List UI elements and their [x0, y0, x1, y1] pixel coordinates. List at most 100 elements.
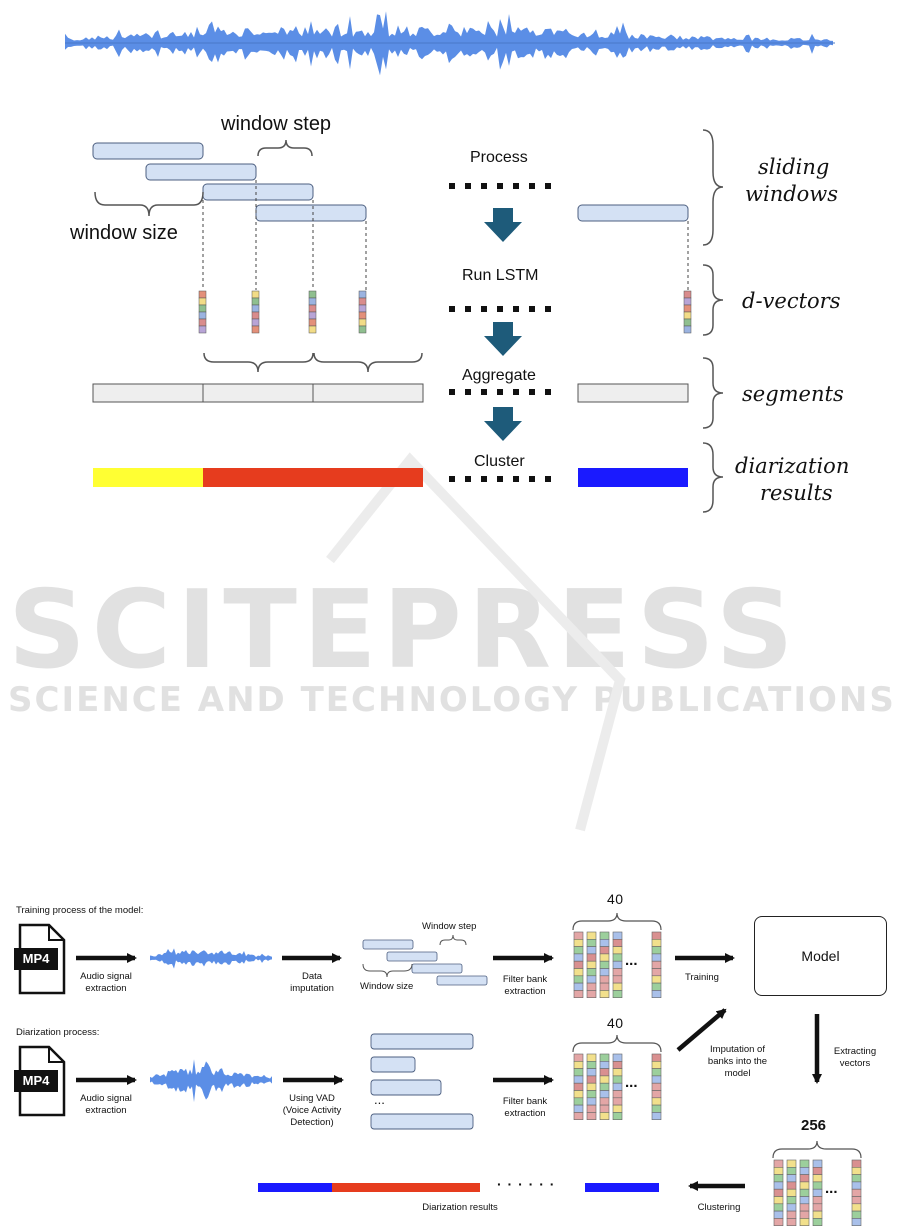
segment-brace-1: [203, 352, 314, 373]
sliding-windows: [92, 142, 689, 222]
bank-cell: [586, 960, 597, 969]
bank-cell: [773, 1174, 784, 1183]
vad-ellipsis: ...: [374, 1092, 385, 1107]
bank-cell: [786, 1159, 797, 1168]
bank-cell: [612, 938, 623, 947]
bank-cell: [599, 1068, 610, 1077]
bank-cell: [586, 975, 597, 984]
bank-cell: [599, 1075, 610, 1084]
diarization-waveform: [150, 1059, 272, 1103]
bank-cell: [651, 931, 662, 940]
bank-cell: [586, 1097, 597, 1106]
bank-cell: [812, 1218, 823, 1226]
stage-process: Process: [470, 149, 528, 166]
bank-cell: [651, 946, 662, 955]
separator-dot: [513, 389, 519, 395]
bank-cell: [599, 931, 610, 940]
bank-cell: [651, 1068, 662, 1077]
bank-cell: [599, 975, 610, 984]
side-label-results: results: [760, 481, 833, 505]
window-step-label: window step: [221, 113, 332, 135]
bank-cell: [773, 1188, 784, 1197]
bank-cell: [573, 1082, 584, 1091]
separator-dot: [449, 306, 455, 312]
bank-cell: [599, 953, 610, 962]
separator-dot: [545, 389, 551, 395]
bank-cell: [773, 1196, 784, 1205]
bank-cell: [651, 1082, 662, 1091]
d-vector-cell: [198, 325, 207, 334]
segment-1: [92, 383, 204, 403]
bank-cell: [651, 938, 662, 947]
bank-cell: [799, 1196, 810, 1205]
bank-cell: [599, 1104, 610, 1113]
separator-dot: [497, 389, 503, 395]
bank-cell: [586, 1090, 597, 1099]
d-vector-cell: [251, 318, 260, 327]
bank-cell: [612, 946, 623, 955]
bank-cell: [851, 1174, 862, 1183]
bank-cell: [586, 968, 597, 977]
d-vector-cell: [251, 304, 260, 313]
bank-cell: [851, 1210, 862, 1219]
side-brace-dvectors: [702, 264, 724, 336]
window-1: [92, 142, 204, 160]
bank-cell: [786, 1218, 797, 1226]
down-arrow-3: [484, 407, 522, 441]
bank-cell: [851, 1159, 862, 1168]
watermark-tagline: SCIENCE AND TECHNOLOGY PUBLICATIONS: [8, 680, 896, 720]
bank-cell: [586, 953, 597, 962]
bank-cell: [573, 953, 584, 962]
down-arrow-2: [484, 322, 522, 356]
training-windows: [362, 939, 488, 986]
separator-dot: [465, 306, 471, 312]
bank-cell: [651, 1112, 662, 1121]
bank-cell: [612, 1068, 623, 1077]
bank-cell: [586, 1104, 597, 1113]
bank-cell: [851, 1188, 862, 1197]
separator-dot: [481, 306, 487, 312]
separator-dot: [545, 476, 551, 482]
stage-cluster: Cluster: [474, 453, 525, 470]
bank-cell: [586, 1112, 597, 1121]
side-label-d-vectors: d-vectors: [742, 289, 841, 313]
d-vector-cell: [358, 297, 367, 306]
bank-cell: [612, 990, 623, 999]
bank-cell: [612, 1061, 623, 1069]
d-vector-cell: [683, 304, 692, 313]
d-vector-cell: [358, 318, 367, 327]
separator-dot: [497, 476, 503, 482]
result-blue-1: [258, 1183, 332, 1192]
window-last: [577, 204, 689, 222]
d-vector-cell: [308, 297, 317, 306]
result-red: [332, 1183, 480, 1192]
bank-cell: [612, 975, 623, 984]
bank-cell: [586, 1075, 597, 1084]
d-vector-cell: [683, 311, 692, 320]
stage-aggregate: Aggregate: [462, 367, 536, 384]
d-vector-cell: [308, 311, 317, 320]
side-label-sliding: sliding: [758, 155, 830, 179]
d-vector-cell: [308, 290, 317, 299]
d-vector-cell: [683, 325, 692, 334]
d-vector-cell: [251, 297, 260, 306]
bank-cell: [612, 931, 623, 940]
segments: [92, 383, 689, 403]
d-vector-cell: [683, 297, 692, 306]
bank-cell: [651, 1053, 662, 1062]
separator-dot: [449, 183, 455, 189]
bank-cell: [612, 1075, 623, 1084]
bank-cell: [573, 975, 584, 984]
window-size-small-brace: [362, 963, 413, 978]
bank-cell: [599, 1053, 610, 1062]
bank-cell: [773, 1181, 784, 1190]
d-vector-cell: [358, 304, 367, 313]
bank-cell: [573, 938, 584, 947]
segment-last: [577, 383, 689, 403]
bank-cell: [586, 990, 597, 999]
bank-cell: [586, 982, 597, 991]
bank-cell: [651, 1104, 662, 1113]
